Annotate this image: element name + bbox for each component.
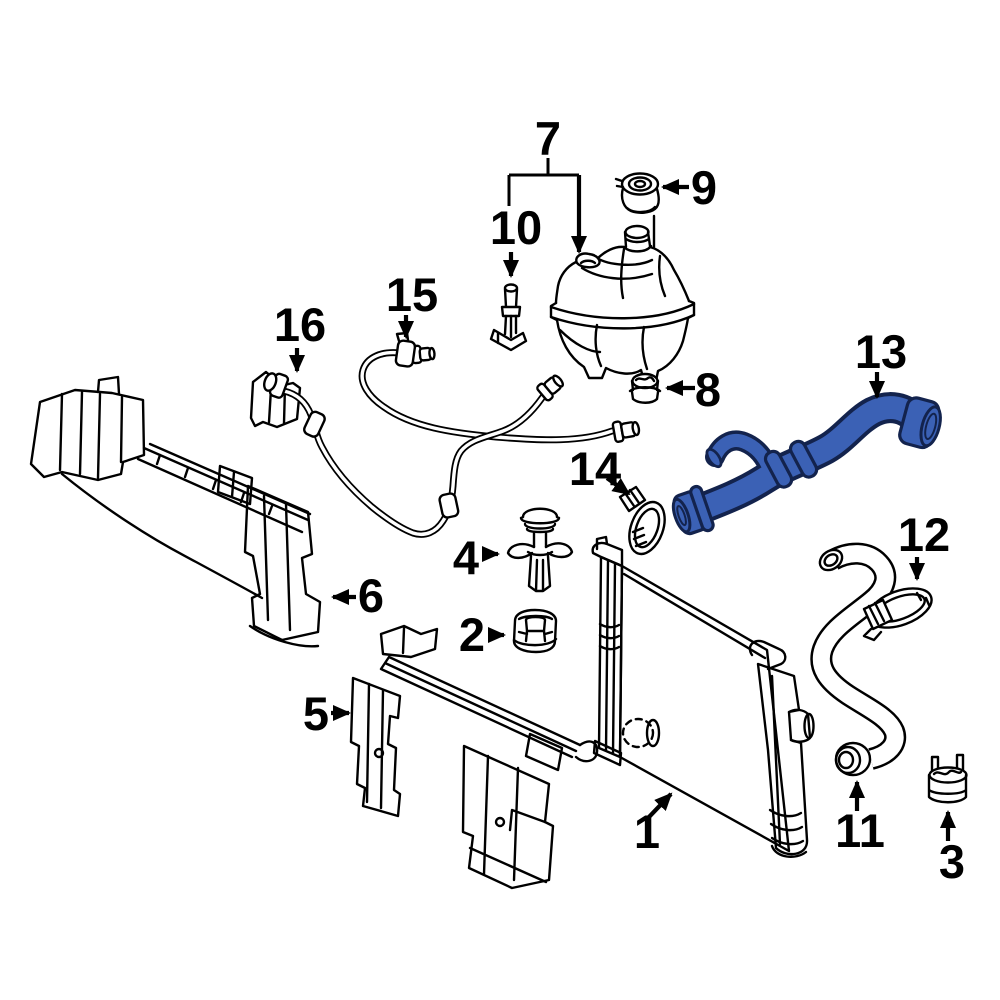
hose-end-fitting bbox=[536, 374, 564, 402]
callout-14-label: 14 bbox=[569, 442, 621, 495]
callout-1-arrow bbox=[647, 792, 673, 819]
callout-arrows bbox=[289, 158, 956, 841]
callout-16-label: 16 bbox=[274, 298, 326, 351]
rubber-mount-2-drawing bbox=[512, 608, 558, 654]
callout-labels: 1 2 3 4 5 6 7 8 9 10 11 12 13 14 15 16 bbox=[274, 112, 965, 888]
callout-3-label: 3 bbox=[939, 835, 965, 888]
left-air-baffle-drawing bbox=[29, 370, 322, 648]
grommet-drawing bbox=[628, 372, 662, 404]
hose-union bbox=[303, 410, 326, 438]
lower-hose-drawing bbox=[810, 542, 907, 777]
hose-union bbox=[438, 492, 460, 519]
callout-10-label: 10 bbox=[490, 201, 542, 254]
vent-hose-16-drawing bbox=[263, 372, 564, 538]
hose-bead-ring bbox=[788, 439, 819, 479]
callout-8-label: 8 bbox=[695, 363, 721, 416]
callout-11-label: 11 bbox=[835, 804, 885, 857]
hose-end-cap bbox=[263, 372, 290, 399]
mounting-pin-drawing bbox=[506, 507, 574, 593]
callout-14-arrow bbox=[605, 476, 631, 496]
expansion-tank-drawing bbox=[549, 214, 696, 383]
hose-end-fitting bbox=[611, 420, 641, 443]
callout-4-label: 4 bbox=[453, 531, 479, 584]
hose-clamp-12-drawing bbox=[862, 587, 933, 642]
hose-left-end bbox=[671, 484, 715, 536]
callout-5-label: 5 bbox=[303, 687, 329, 740]
center-air-baffle-drawing bbox=[349, 624, 599, 890]
callout-7-label: 7 bbox=[535, 112, 561, 165]
hose-bead-ring bbox=[763, 449, 794, 489]
upper-hose-highlighted-drawing bbox=[671, 392, 942, 536]
hose-clip bbox=[394, 331, 417, 368]
callout-9-label: 9 bbox=[691, 161, 717, 214]
rubber-mount-3-drawing bbox=[927, 753, 968, 804]
callout-2-label: 2 bbox=[459, 608, 485, 661]
callout-7-bracket bbox=[507, 158, 579, 206]
callout-13-label: 13 bbox=[855, 325, 907, 378]
callout-15-label: 15 bbox=[386, 268, 438, 321]
hose-clamp-14-drawing bbox=[618, 485, 666, 556]
pressure-cap-drawing bbox=[614, 172, 660, 214]
vent-hose-15-drawing bbox=[358, 331, 641, 444]
bleeder-valve-drawing bbox=[489, 283, 528, 352]
radiator-drawing bbox=[591, 535, 815, 858]
callout-6-label: 6 bbox=[358, 569, 384, 622]
callout-1-label: 1 bbox=[634, 805, 660, 858]
callout-12-label: 12 bbox=[898, 508, 950, 561]
hose-branch-end bbox=[705, 447, 723, 469]
hose-right-end bbox=[898, 396, 942, 450]
